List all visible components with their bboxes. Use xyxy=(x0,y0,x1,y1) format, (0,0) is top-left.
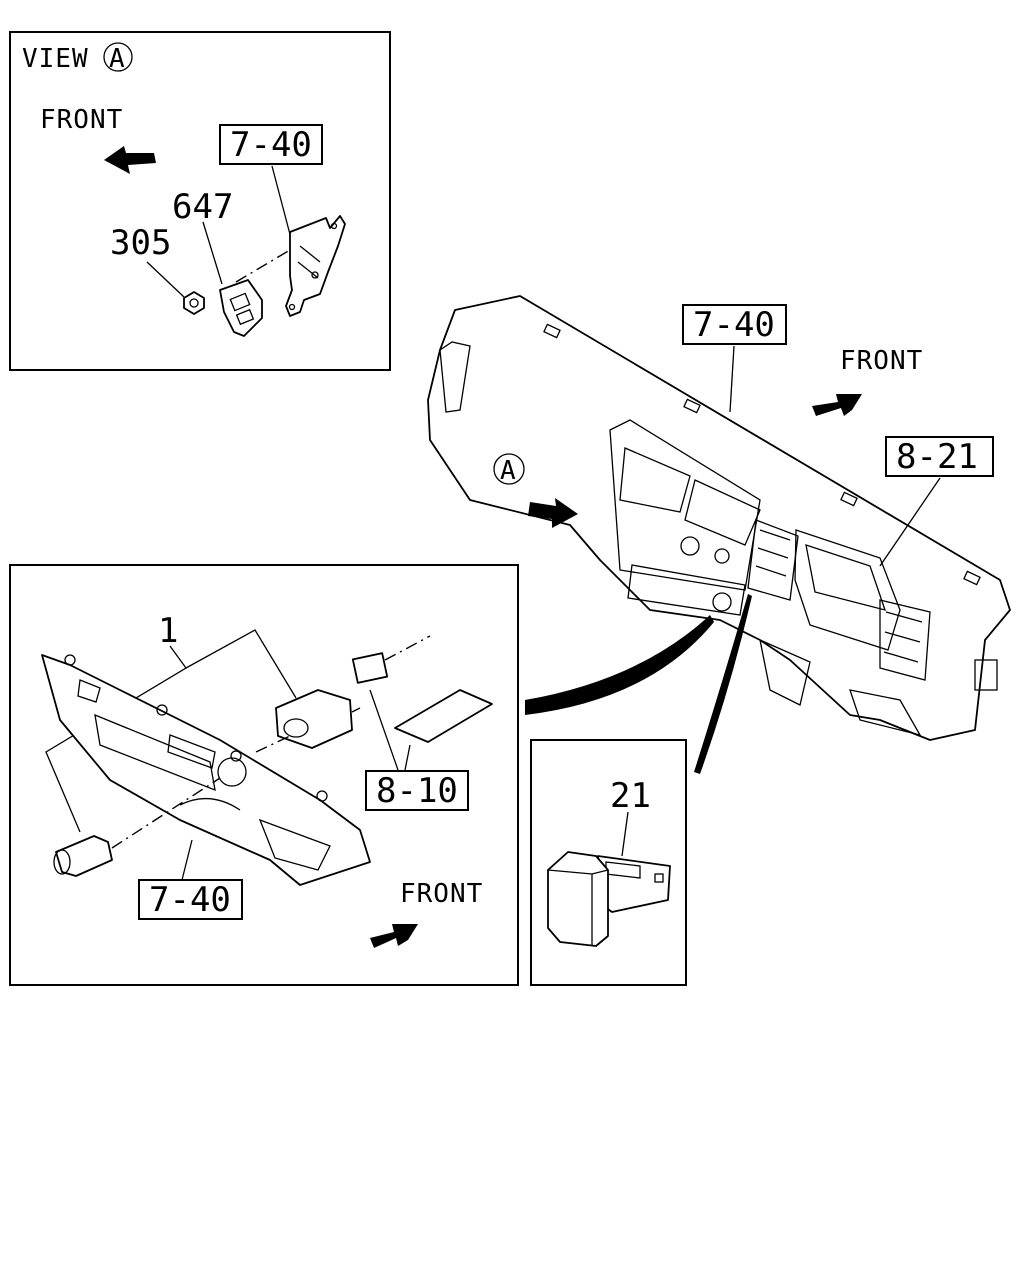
ref-7-40-main: 7-40 xyxy=(693,305,775,345)
front-arrow-main xyxy=(812,394,862,416)
ref-7-40-view-a: 7-40 xyxy=(230,125,312,165)
part-305-label: 305 xyxy=(110,223,171,263)
ref-8-21: 8-21 xyxy=(896,437,978,477)
front-arrow-lower xyxy=(370,924,418,948)
leader-part-1-b xyxy=(185,629,297,699)
leader-7-40-view-a xyxy=(271,165,293,243)
part-1-label: 1 xyxy=(158,611,178,651)
bracket xyxy=(285,215,346,317)
callout-wedge-right xyxy=(694,594,752,774)
part-21-label: 21 xyxy=(610,776,651,816)
leader-part-21 xyxy=(621,811,629,857)
front-label-main: FRONT xyxy=(840,346,923,376)
ref-box-7-40-main xyxy=(682,304,787,345)
ref-8-10: 8-10 xyxy=(376,771,458,811)
view-marker-circle xyxy=(103,42,133,72)
dashboard-assembly: A 7-40 FRONT 8-21 xyxy=(427,295,1011,774)
leader-8-21 xyxy=(879,477,941,567)
view-a-frame xyxy=(9,31,391,371)
view-marker: A xyxy=(109,44,126,74)
leader-305 xyxy=(146,261,185,298)
trim-panel xyxy=(41,654,371,886)
part-647-label: 647 xyxy=(172,187,233,227)
front-arrow-view-a xyxy=(104,146,156,174)
trim-panel-frame xyxy=(9,564,519,986)
part-21-detail: 21 xyxy=(530,739,687,986)
leader-7-40-main xyxy=(729,345,735,413)
front-label-lower: FRONT xyxy=(400,879,483,909)
leader-647 xyxy=(202,221,223,285)
left-vent xyxy=(439,341,471,413)
ref-box-8-10 xyxy=(365,770,469,811)
switch-body xyxy=(275,689,353,749)
ref-7-40-lower: 7-40 xyxy=(149,880,231,920)
ref-box-7-40-lower xyxy=(138,879,243,920)
dashboard-body xyxy=(427,295,1011,741)
nut-305 xyxy=(183,291,205,315)
front-label-view-a: FRONT xyxy=(40,105,123,135)
connector xyxy=(351,652,389,684)
switch-21-cap xyxy=(547,851,609,947)
bag-8-10 xyxy=(394,689,493,743)
callout-wedge-left xyxy=(525,615,714,715)
ref-box-8-21 xyxy=(885,436,994,477)
gauge-cluster xyxy=(794,529,901,651)
view-a-panel: VIEW A FRONT 7-40 647 305 xyxy=(9,31,391,371)
trim-panel-detail: 1 8-10 7-40 FRON xyxy=(9,564,519,986)
main-marker: A xyxy=(500,456,517,486)
view-a-arrow xyxy=(528,498,578,528)
switch-column xyxy=(747,519,799,601)
lighter-knob xyxy=(55,835,113,877)
view-label: VIEW xyxy=(22,44,89,74)
main-marker-circle xyxy=(493,453,525,485)
part-21-frame xyxy=(530,739,687,986)
ref-box-7-40-view-a xyxy=(219,124,323,165)
right-vent xyxy=(879,599,931,681)
